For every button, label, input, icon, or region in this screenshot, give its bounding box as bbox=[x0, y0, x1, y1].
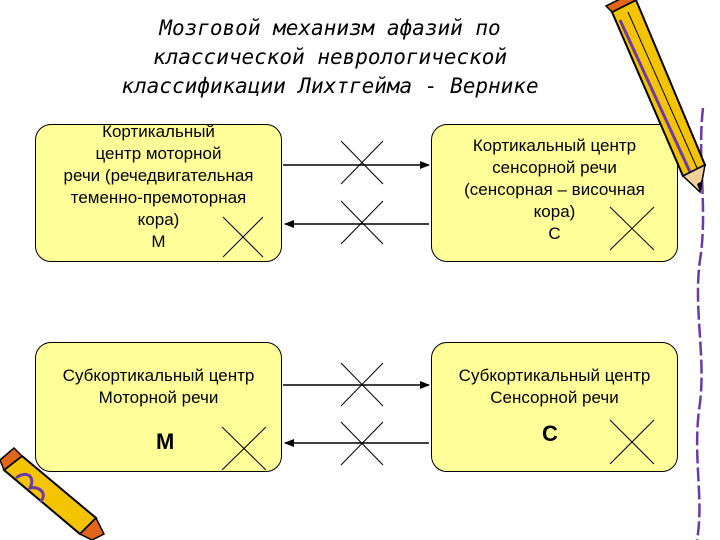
box-text-line: речи (речедвигательная bbox=[63, 166, 254, 185]
cross-mark bbox=[609, 206, 655, 251]
pencil-icon bbox=[0, 446, 106, 540]
box-text-line: Сенсорной речи bbox=[490, 388, 619, 407]
cross-mark bbox=[609, 419, 655, 465]
box-text-line: Субкортикальный центр bbox=[458, 366, 651, 385]
pencil-icon bbox=[604, 0, 707, 194]
box-text-line: теменно-премоторная bbox=[70, 188, 247, 207]
box-text-line: (сенсорная – височная bbox=[464, 180, 645, 199]
box-text-line: кора) bbox=[533, 202, 576, 221]
title-line-1: Мозговой механизм афазий по bbox=[159, 16, 501, 40]
box-text-line: сенсорной речи bbox=[492, 158, 617, 177]
cross-mark bbox=[340, 362, 384, 407]
box-text-line: М bbox=[151, 232, 166, 251]
cross-mark bbox=[221, 426, 267, 471]
cross-mark bbox=[340, 200, 384, 245]
box-text-line: кора) bbox=[137, 210, 180, 229]
title-line-3: классификации Лихтгейма - Вернике bbox=[121, 74, 539, 98]
box-text-line: центр моторной bbox=[95, 144, 222, 163]
cortical-sensory-center-box: Кортикальный центр сенсорной речи (сенсо… bbox=[431, 124, 678, 262]
title-line-2: классической неврологической bbox=[152, 45, 507, 69]
subcortical-sensory-center-box: Субкортикальный центр Сенсорной речи С bbox=[431, 342, 678, 472]
box-text-line: Кортикальный центр bbox=[472, 136, 637, 155]
box-text-line: Кортикальный bbox=[102, 124, 215, 141]
box-text-line: Субкортикальный центр bbox=[62, 366, 255, 385]
page-title: Мозговой механизм афазий по классической… bbox=[80, 14, 580, 101]
subcortical-motor-center-box: Субкортикальный центр Моторной речи М bbox=[35, 342, 282, 472]
cross-mark bbox=[340, 421, 384, 466]
cross-mark bbox=[222, 216, 264, 258]
motor-letter: М bbox=[156, 429, 175, 454]
cross-mark bbox=[340, 140, 384, 185]
sensory-letter: С bbox=[542, 421, 558, 446]
box-text-line: С bbox=[548, 224, 561, 243]
box-text-line: Моторной речи bbox=[98, 388, 219, 407]
